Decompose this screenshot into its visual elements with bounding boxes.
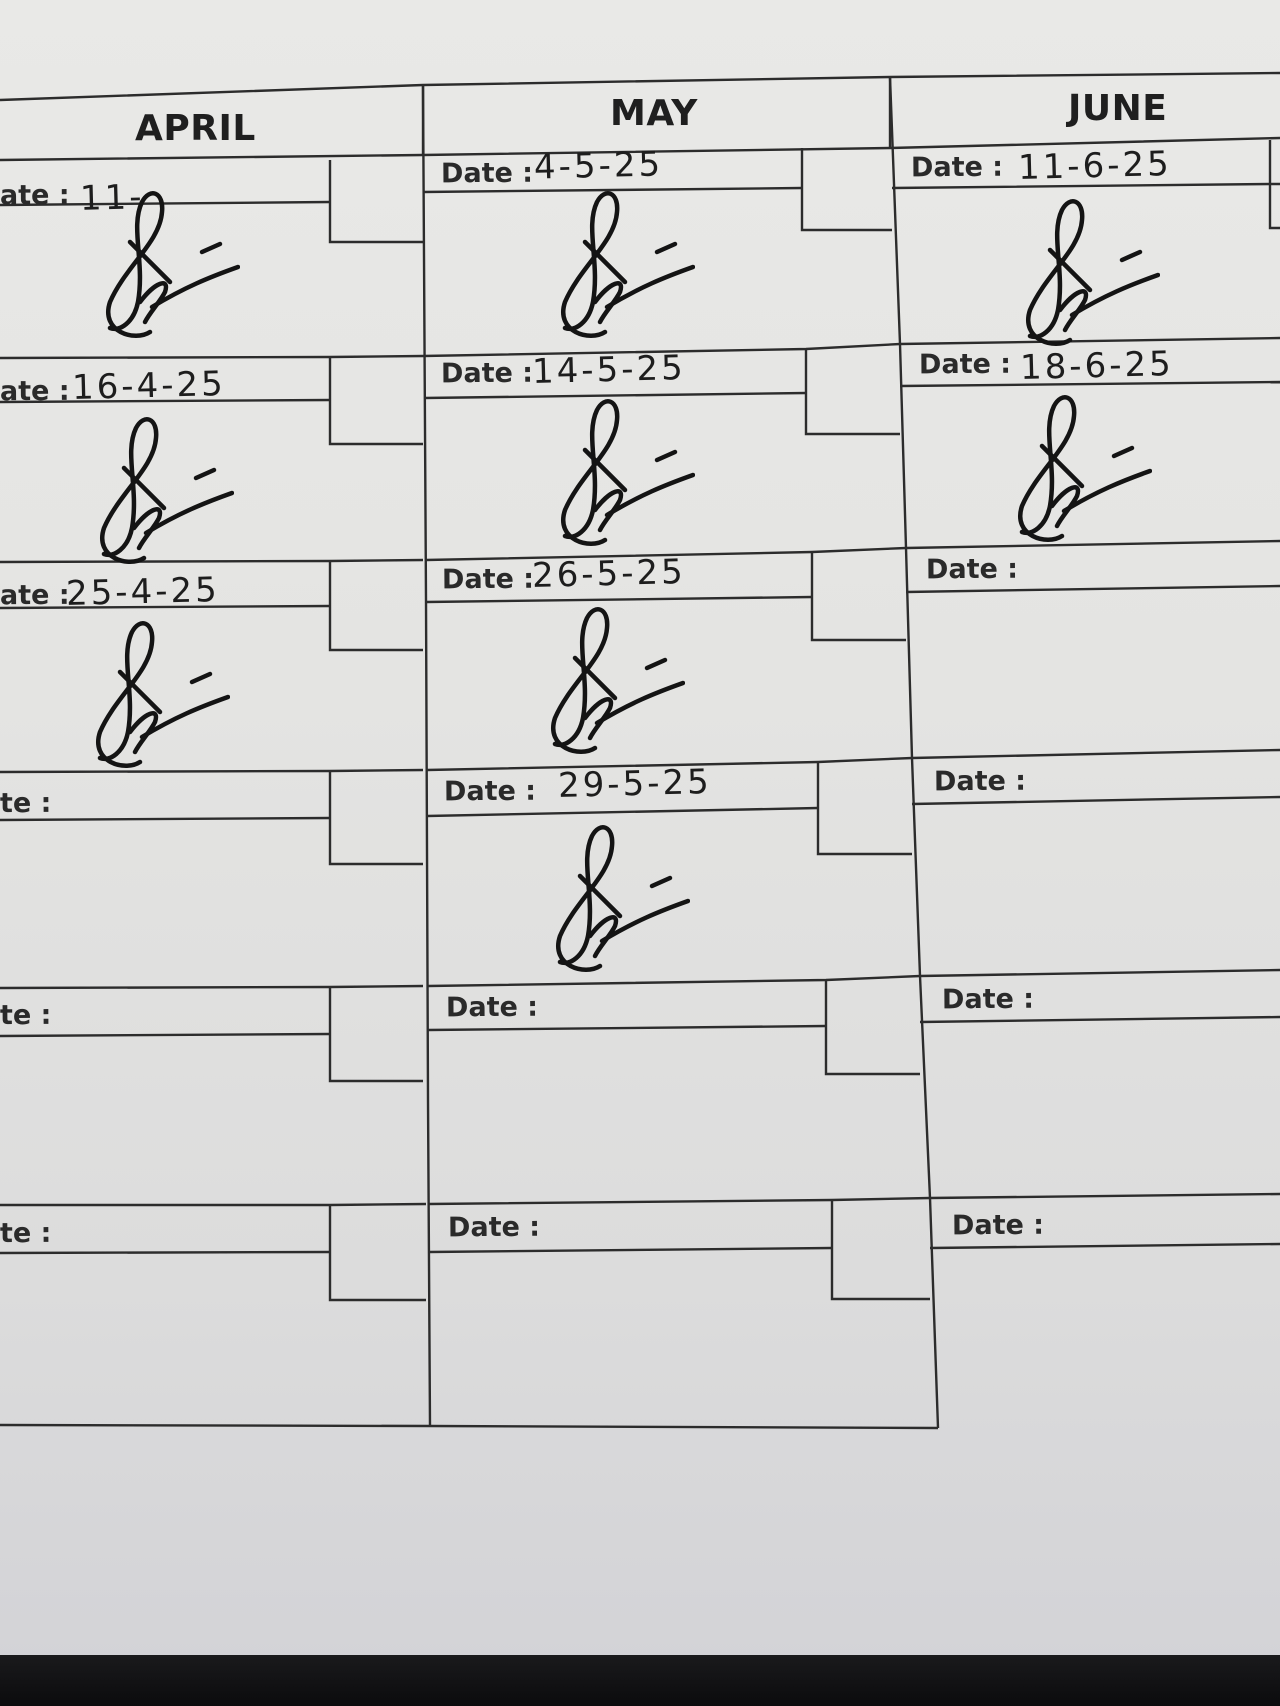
handwritten-date: 14-5-25	[531, 347, 687, 393]
date-label: Date :	[445, 991, 539, 1024]
month-header-may: MAY	[610, 93, 698, 134]
date-label: Date :	[910, 151, 1004, 184]
date-label: Date :	[925, 553, 1019, 586]
date-label: Date :	[443, 775, 537, 808]
table-surface-edge	[0, 1655, 1280, 1706]
date-label: Date :	[918, 348, 1012, 381]
signature	[106, 191, 240, 338]
date-label: Date :	[441, 563, 535, 596]
handwritten-date: 16-4-25	[71, 363, 227, 409]
date-label: ate :	[0, 579, 70, 612]
date-label: Date :	[440, 157, 534, 190]
handwritten-date: 11-6-25	[1017, 143, 1173, 189]
month-header-june: JUNE	[1068, 88, 1168, 129]
date-label: te :	[0, 787, 52, 820]
date-label: ate :	[0, 375, 70, 408]
signature	[96, 621, 230, 768]
date-label: Date :	[933, 765, 1027, 798]
date-label: Date :	[951, 1209, 1045, 1242]
date-label: Date :	[440, 357, 534, 390]
date-label: ate :	[0, 179, 70, 212]
handwritten-date: 29-5-25	[557, 761, 713, 807]
signature	[100, 417, 234, 564]
signature	[1018, 395, 1152, 542]
signature	[561, 191, 695, 338]
handwritten-date: 26-5-25	[531, 551, 687, 597]
handwritten-date: 18-6-25	[1019, 343, 1175, 389]
date-label: te :	[0, 999, 52, 1032]
date-label: te :	[0, 1217, 52, 1250]
signature	[1026, 199, 1160, 346]
signature	[556, 825, 690, 972]
signature	[561, 399, 695, 546]
signature	[551, 607, 685, 754]
date-label: Date :	[941, 983, 1035, 1016]
handwritten-date: 25-4-25	[65, 569, 221, 615]
date-label: Date :	[447, 1211, 541, 1244]
month-header-april: APRIL	[135, 108, 256, 149]
